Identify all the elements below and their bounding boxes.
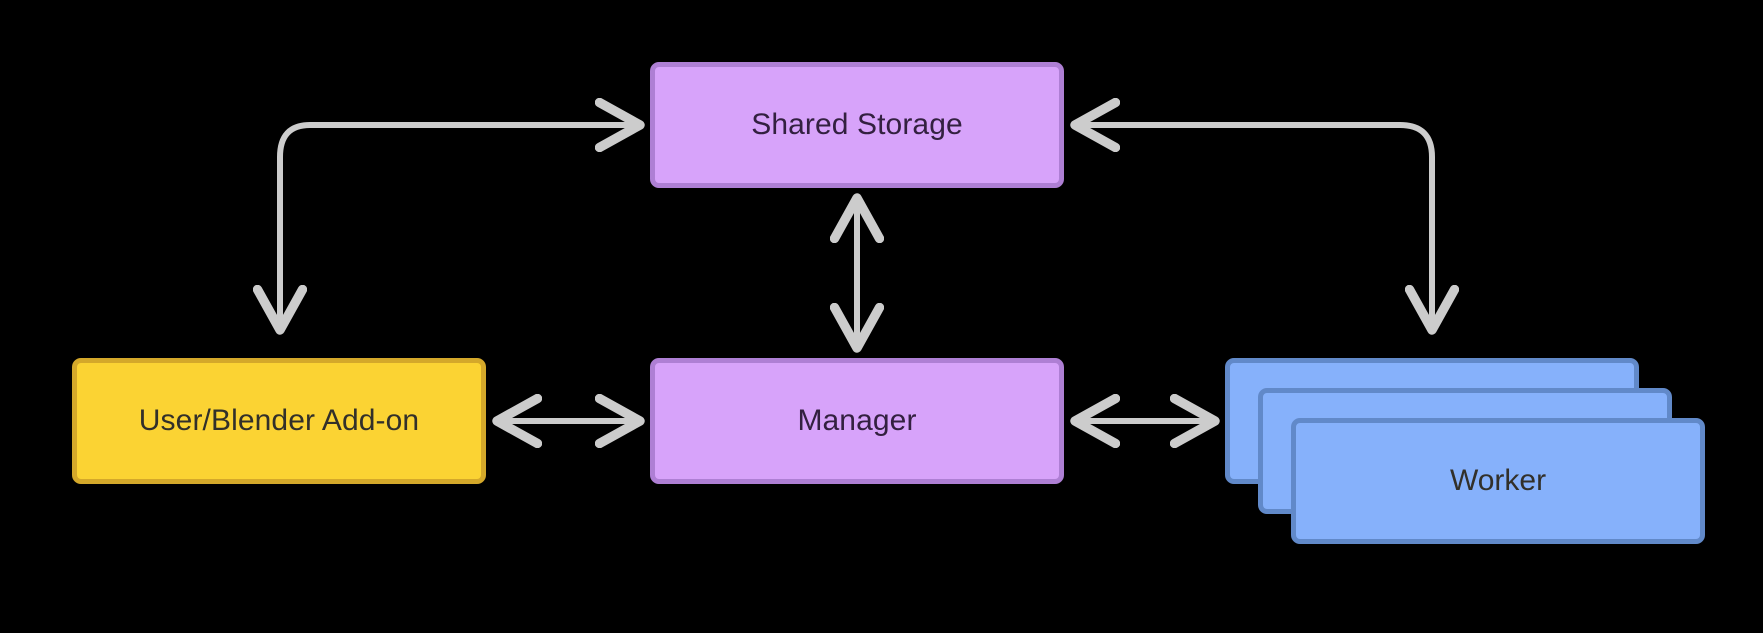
- node-shared-storage[interactable]: Shared Storage: [650, 62, 1064, 188]
- worker-card-front[interactable]: Worker: [1291, 418, 1705, 544]
- node-manager[interactable]: Manager: [650, 358, 1064, 484]
- node-user-blender-addon[interactable]: User/Blender Add-on: [72, 358, 486, 484]
- edge-shared-storage-to-worker: [1075, 125, 1432, 330]
- node-worker-stack[interactable]: Worker: [1225, 358, 1715, 558]
- edge-user-addon-to-shared-storage: [280, 125, 640, 330]
- node-manager-label: Manager: [797, 404, 917, 437]
- node-user-blender-addon-label: User/Blender Add-on: [138, 404, 420, 437]
- node-shared-storage-label: Shared Storage: [751, 108, 963, 141]
- node-worker-label: Worker: [1449, 464, 1547, 497]
